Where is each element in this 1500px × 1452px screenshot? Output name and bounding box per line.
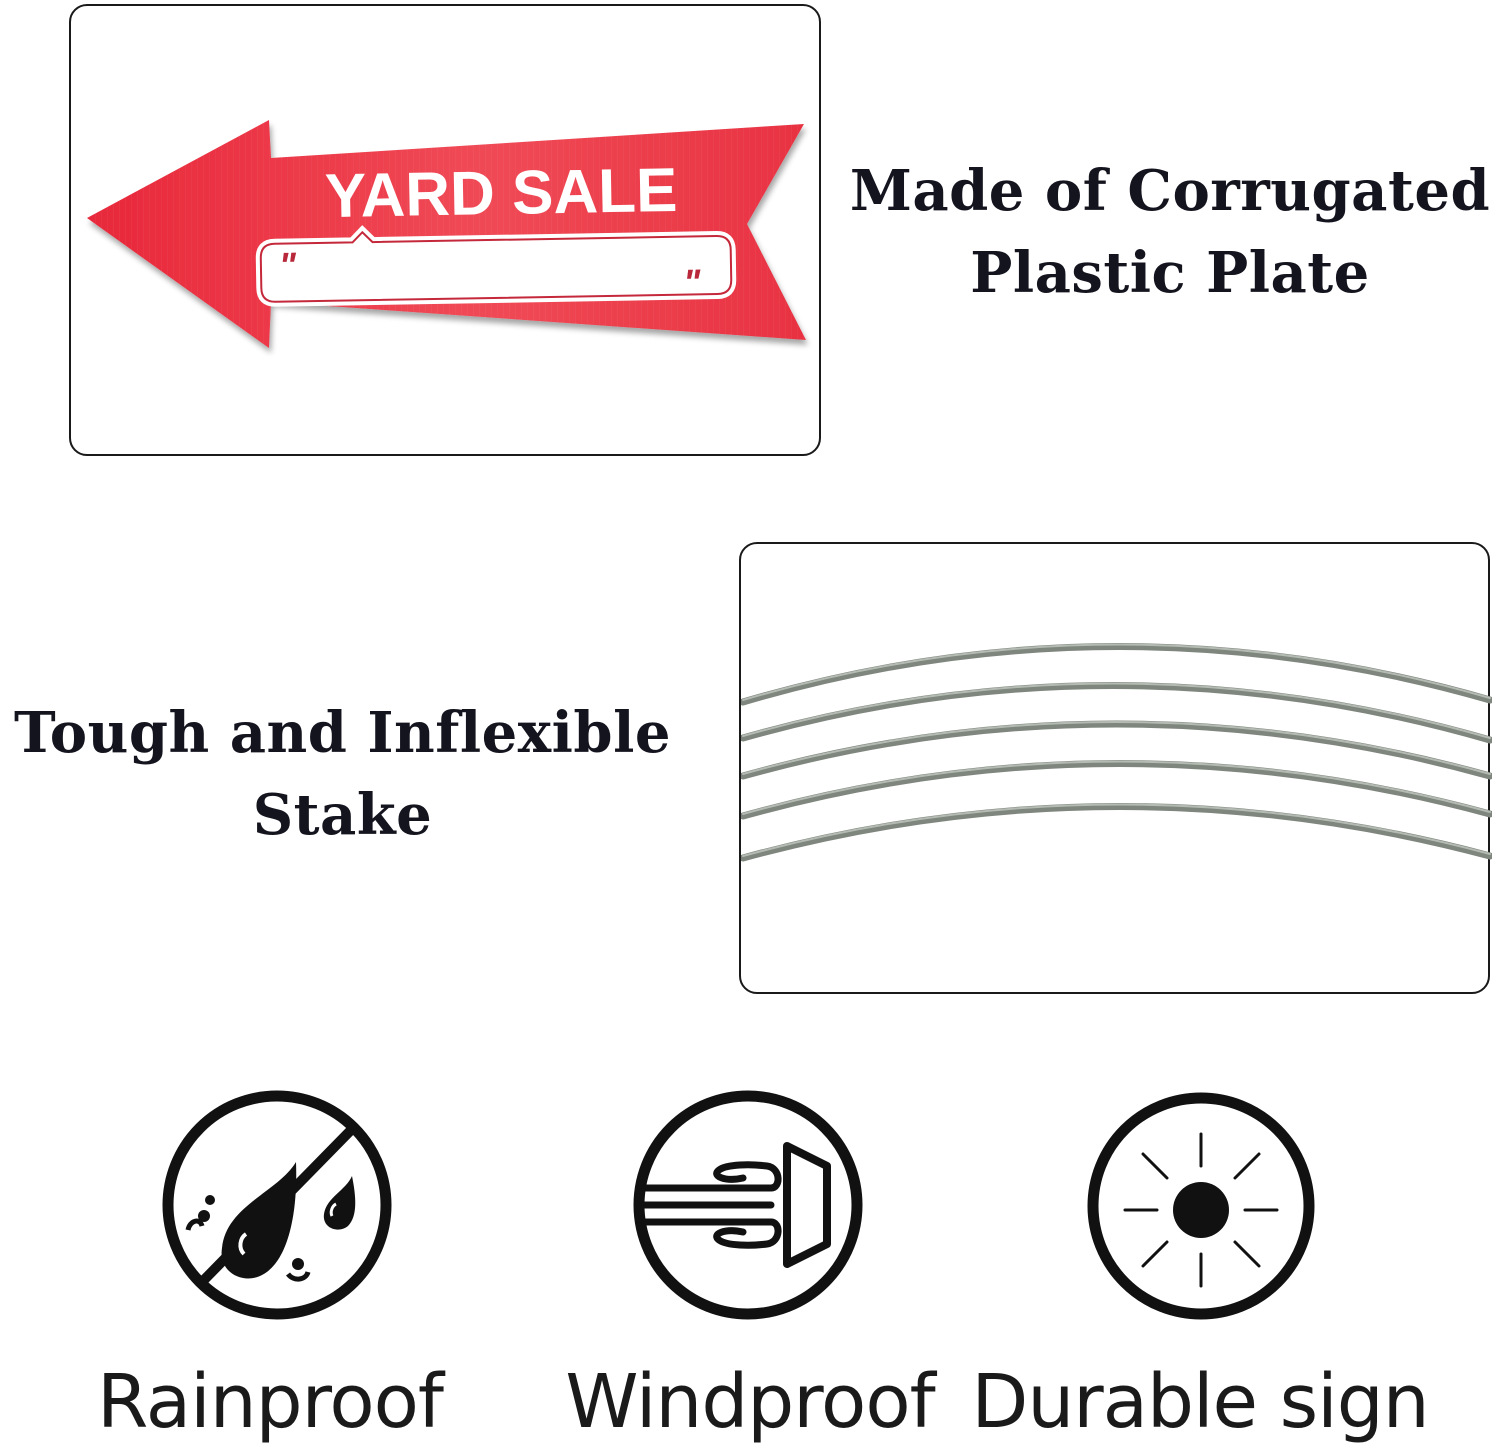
stake-heading-line-1: Tough and Inflexible xyxy=(14,700,671,766)
blank-write-box: " " xyxy=(255,225,737,307)
windproof-icon xyxy=(633,1090,863,1320)
sign-image-card: YARD SALE " " xyxy=(69,4,821,456)
sun-icon xyxy=(1087,1092,1315,1320)
wire-stakes-image xyxy=(739,643,1494,862)
windproof-label: Windproof xyxy=(565,1359,935,1445)
stake-wire xyxy=(739,643,1494,862)
yard-sale-arrow-sign: YARD SALE " " xyxy=(87,120,806,348)
rainproof-icon xyxy=(162,1090,392,1320)
sign-title: YARD SALE xyxy=(324,156,678,231)
plate-heading: Made of Corrugated Plastic Plate xyxy=(835,150,1500,314)
quote-open: " xyxy=(279,244,298,285)
stake-heading-line-2: Stake xyxy=(252,782,433,848)
stakes-image-card xyxy=(739,542,1494,994)
quote-close: " xyxy=(683,261,702,302)
durable-sign-label: Durable sign xyxy=(971,1359,1429,1445)
rainproof-label: Rainproof xyxy=(97,1359,444,1445)
plate-heading-line-1: Made of Corrugated xyxy=(849,158,1491,224)
plate-heading-line-2: Plastic Plate xyxy=(970,240,1370,306)
stake-heading: Tough and Inflexible Stake xyxy=(0,692,685,856)
